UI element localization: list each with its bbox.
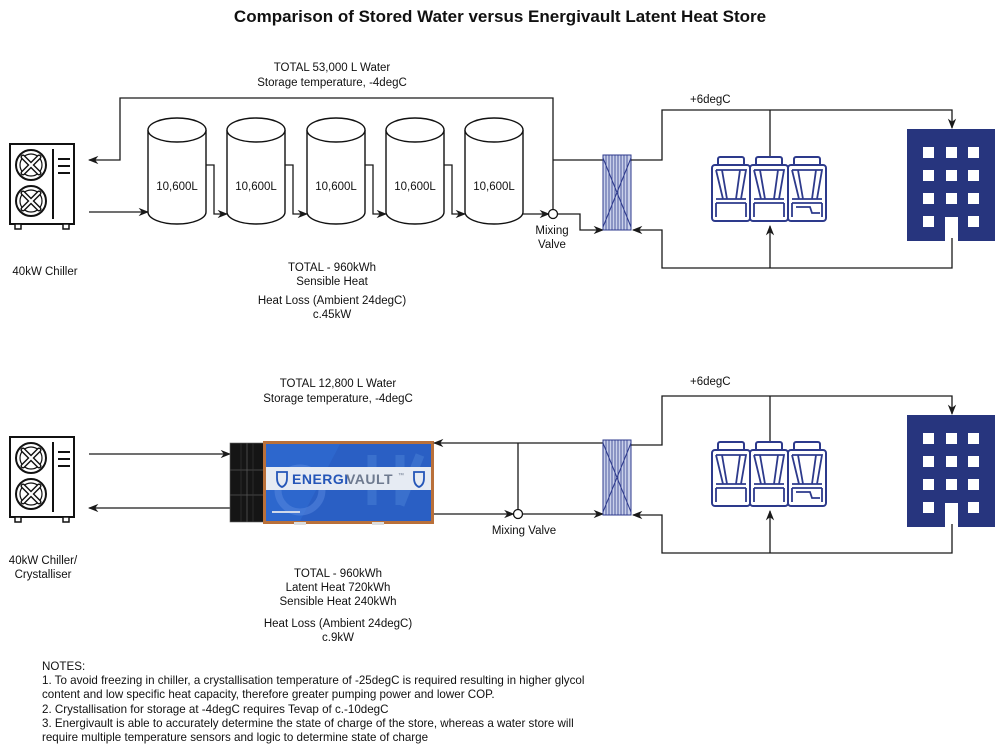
tank-connector-pipe (206, 164, 229, 219)
tank-icon (385, 117, 445, 225)
mixing-valve-icon (547, 208, 559, 220)
tank-label: 10,600L (473, 181, 515, 193)
tank-1: 10,600L (147, 117, 207, 225)
supply-temp-label: +6degC (690, 94, 731, 106)
vault-heat-loss-value: c.9kW (322, 632, 354, 644)
vault-total-energy: TOTAL - 960kWh (294, 568, 382, 580)
mixing-valve-label: Valve (538, 239, 566, 251)
diagram-title: Comparison of Stored Water versus Energi… (234, 7, 766, 26)
mixing-valve-icon (512, 508, 524, 520)
energivault-trademark: ™ (398, 472, 404, 479)
notes-section: NOTES: 1. To avoid freezing in chiller, … (42, 660, 642, 745)
chiller-label: 40kW Chiller (12, 266, 77, 278)
energivault-brand-a: ENERGI (292, 471, 349, 487)
water-storage-temp: Storage temperature, -4degC (257, 77, 407, 89)
tank-connector-pipe (285, 164, 309, 219)
tank-icon (306, 117, 366, 225)
valve-to-hx-pipe (557, 213, 605, 235)
vault-heat-loss-label: Heat Loss (Ambient 24degC) (264, 618, 412, 630)
vault-latent-heat: Latent Heat 720kWh (286, 582, 391, 594)
tank-connector-pipe (365, 164, 388, 219)
air-handling-unit-icon (711, 156, 827, 222)
tank-icon (147, 117, 207, 225)
chiller-icon (10, 144, 74, 229)
building-icon (907, 129, 995, 241)
energivault-system: TOTAL 12,800 L Water Storage temperature… (9, 376, 995, 644)
secondary-return-pipe (631, 510, 953, 554)
water-heat-loss-label: Heat Loss (Ambient 24degC) (258, 295, 406, 307)
supply-temp-label: +6degC (690, 376, 731, 388)
tank-3: 10,600L (306, 117, 366, 225)
building-icon (907, 415, 995, 527)
tank-connector-pipe (444, 164, 467, 219)
note-line: 3. Energivault is able to accurately det… (42, 716, 574, 730)
note-line: 2. Crystallisation for storage at -4degC… (42, 702, 389, 716)
water-heat-type: Sensible Heat (296, 276, 368, 288)
chiller-crystalliser-icon (10, 437, 74, 522)
energivault-brand-b: VAULT (346, 471, 393, 487)
tank-label: 10,600L (156, 181, 198, 193)
vault-storage-temp: Storage temperature, -4degC (263, 393, 413, 405)
water-storage-system: TOTAL 53,000 L Water Storage temperature… (10, 62, 995, 321)
tank-2: 10,600L (226, 117, 286, 225)
tank-label: 10,600L (315, 181, 357, 193)
tank-5: 10,600L (464, 117, 524, 225)
energivault-container: ENERGI VAULT ™ (229, 441, 434, 525)
tank-icon (464, 117, 524, 225)
energivault-logo-icon (413, 471, 425, 488)
note-line: require multiple temperature sensors and… (42, 731, 429, 745)
tank-label: 10,600L (235, 181, 277, 193)
chiller-return-pipe (87, 97, 554, 212)
mixing-valve-label: Mixing (535, 225, 568, 237)
chiller-crystalliser-label: Crystalliser (15, 569, 72, 581)
secondary-return-pipe (631, 225, 953, 269)
note-line: content and low specific heat capacity, … (42, 688, 495, 702)
vault-sensible-heat: Sensible Heat 240kWh (280, 596, 397, 608)
water-total-energy: TOTAL - 960kWh (288, 262, 376, 274)
notes-heading: NOTES: (42, 660, 86, 673)
heat-exchanger-icon (602, 439, 632, 516)
chiller-crystalliser-label: 40kW Chiller/ (9, 555, 78, 567)
tank-label: 10,600L (394, 181, 436, 193)
air-handling-unit-icon (711, 441, 827, 507)
water-heat-loss-value: c.45kW (313, 309, 351, 321)
water-total-volume: TOTAL 53,000 L Water (274, 62, 391, 74)
energivault-logo-icon (276, 471, 288, 488)
note-line: 1. To avoid freezing in chiller, a cryst… (42, 674, 585, 688)
vault-total-volume: TOTAL 12,800 L Water (280, 378, 397, 390)
heat-exchanger-icon (602, 154, 632, 231)
mixing-valve-label: Mixing Valve (492, 525, 556, 537)
tank-icon (226, 117, 286, 225)
secondary-supply-pipe (631, 395, 957, 446)
secondary-supply-pipe (631, 109, 957, 161)
tank-4: 10,600L (385, 117, 445, 225)
